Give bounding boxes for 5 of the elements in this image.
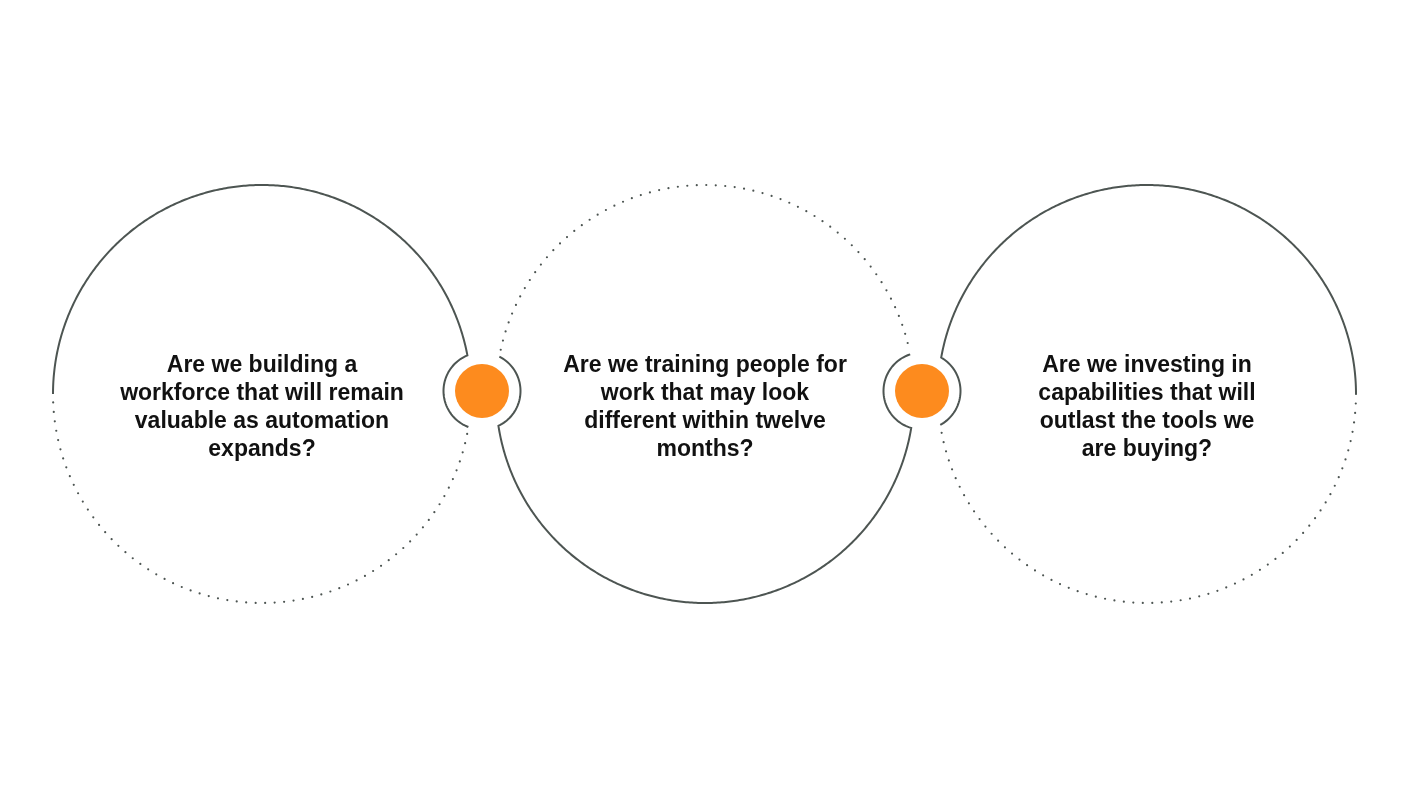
question-text: Are we training people for work that may look different within twelve months? <box>562 350 848 462</box>
question-text: Are we building a workforce that will remain valuable as automation expands? <box>119 350 405 462</box>
question-text: Are we investing in capabilities that will outlast the tools we are buying? <box>1037 350 1257 462</box>
joint-dot <box>455 364 509 418</box>
joint-dot <box>895 364 949 418</box>
